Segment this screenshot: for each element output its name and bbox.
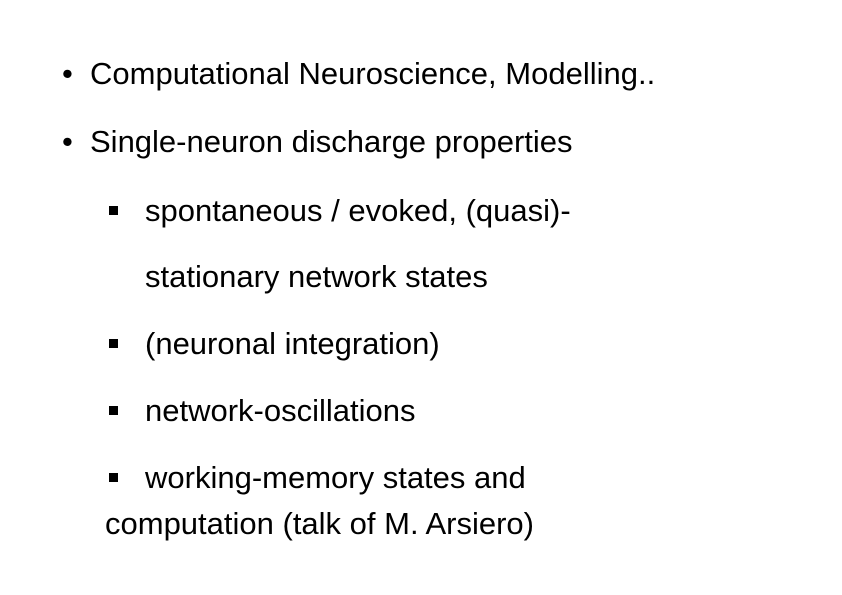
- square-bullet-icon: [109, 473, 118, 482]
- bullet-text: Single-neuron discharge properties: [90, 124, 573, 159]
- bullet-dot-icon: •: [62, 124, 73, 159]
- sub-item-text: computation (talk of M. Arsiero): [105, 506, 534, 541]
- square-bullet-icon: [109, 339, 118, 348]
- square-bullet-icon: [109, 406, 118, 415]
- bullet-text: Computational Neuroscience, Modelling..: [90, 56, 656, 91]
- sub-item-text: network-oscillations: [145, 393, 416, 428]
- bullet-dot-icon: •: [62, 56, 73, 91]
- square-bullet-icon: [109, 206, 118, 215]
- sub-item-text: (neuronal integration): [145, 326, 440, 361]
- sub-item-text: stationary network states: [145, 259, 488, 294]
- sub-item-text: spontaneous / evoked, (quasi)-: [145, 193, 571, 228]
- sub-item-text: working-memory states and: [145, 460, 526, 495]
